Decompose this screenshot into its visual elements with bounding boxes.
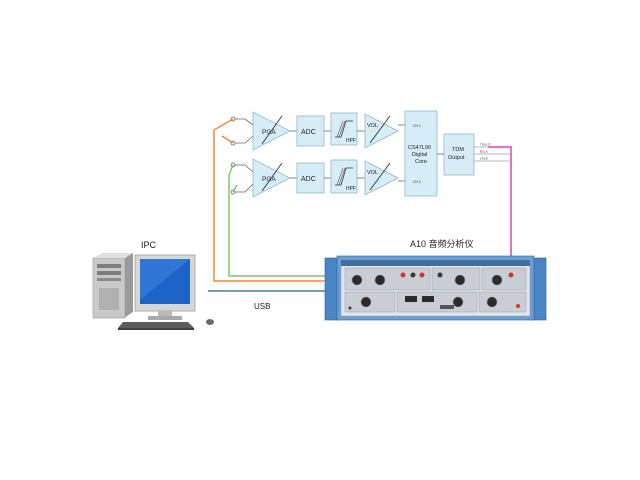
xlr-connector [452,296,464,308]
channel-1-chain: PGA ADC HPF VOL [230,111,405,151]
mouse [206,319,214,325]
tdm-pin-bclk: BCLK [480,150,488,154]
tdm-label-line2: Output [448,155,465,161]
digital-port [422,296,434,302]
ch2-vol-arrow [369,162,391,191]
tdm-pin-lrck: LRCK [480,157,488,161]
ch1-vol-label: VOL [367,123,378,129]
ch2-hpf-label: HPF [346,186,356,192]
rca-jack [400,272,406,278]
rca-jack [410,272,416,278]
orange-wire-return [221,135,234,144]
pc [92,253,214,330]
pc-label: IPC [141,240,157,250]
ch2-hpf-block [330,159,358,194]
green-wire-return [232,184,238,193]
core-label-line3: Core [415,159,427,165]
core-block [404,110,438,197]
ch1-hpf-block [330,112,358,146]
magenta-wire [488,146,512,296]
rca-jack [419,272,425,278]
ch2-input-wire-top [235,164,254,173]
ch1-input-wire-top [235,118,254,126]
ch2-pga-label: PGA [262,176,276,183]
ch1-adc-label: ADC [301,129,316,136]
xlr-connector [454,274,466,286]
xlr-connector [374,274,386,286]
ch2-adc-label: ADC [301,176,316,183]
keyboard [118,322,194,328]
ch2-input-wire-bottom [235,183,254,193]
core-ch1-label: CH 1 [413,124,421,128]
xlr-connector [360,296,372,308]
ch2-vol-block [364,160,399,196]
core-label-line1: CS47L90 [408,145,431,151]
ch1-input-wire-bottom [235,135,254,144]
analyzer-label: A10 音频分析仪 [410,238,474,249]
ch2-pga-gain-arrow [261,162,283,192]
core-ch2-label: CH 2 [413,180,421,184]
ch1-hpf-curve [335,120,353,138]
tdm-pin-tdout: TDOUT [480,143,490,147]
ch2-vol-label: VOL [367,170,378,176]
analyzer-header-bar [341,260,530,266]
pc-tower-side [124,253,133,318]
xlr-connector [351,274,363,286]
xlr-connector [486,296,498,308]
xlr-connector [491,274,503,286]
monitor-stand [158,311,172,317]
tdm-label-line1: TDM [452,147,464,153]
ch1-vol-arrow [369,115,391,144]
usb-label: USB [254,302,270,311]
ch1-pga-gain-arrow [261,115,283,145]
digital-port [405,296,417,302]
a10-analyzer [324,255,547,321]
digital-port [440,305,454,309]
rca-jack [508,272,514,278]
ch1-pga-label: PGA [262,129,276,136]
core-label-line2: Digital [412,152,427,158]
ch1-vol-block [364,113,399,149]
tdm-output-block [443,133,475,176]
channel-2-chain: PGA ADC HPF VOL [230,158,405,198]
rca-jack [437,272,443,278]
ch1-hpf-label: HPF [346,138,356,144]
ch2-hpf-curve [335,167,353,186]
